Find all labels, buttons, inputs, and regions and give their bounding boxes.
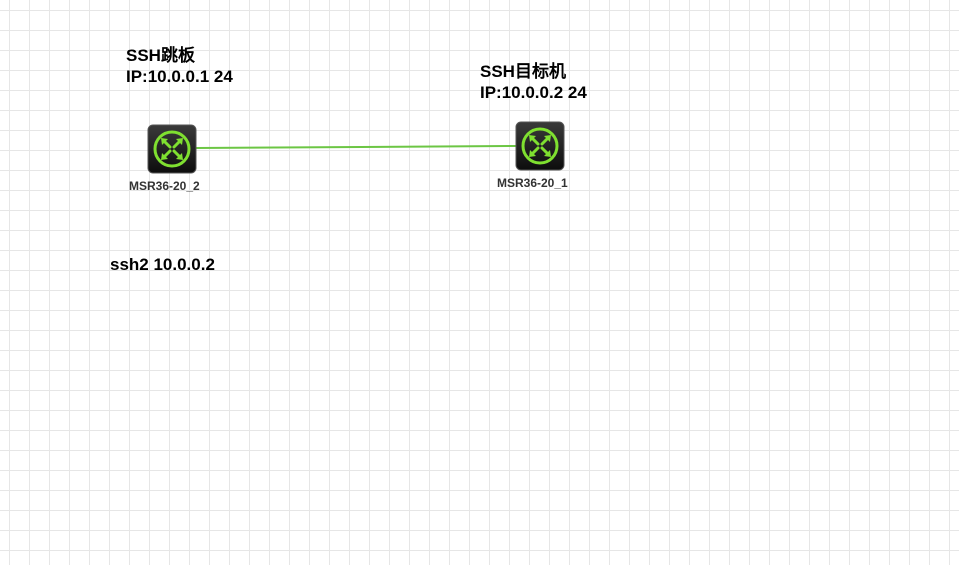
link-line — [195, 145, 518, 149]
target-host-note: SSH目标机 IP:10.0.0.2 24 — [480, 61, 587, 103]
router-device-msr36-20-2[interactable] — [147, 124, 197, 174]
jump-host-note: SSH跳板 IP:10.0.0.1 24 — [126, 45, 233, 87]
target-host-title: SSH目标机 — [480, 62, 566, 81]
device-name-label: MSR36-20_1 — [497, 176, 568, 190]
router-device-msr36-20-1[interactable] — [515, 121, 565, 171]
router-icon — [147, 124, 197, 174]
jump-host-title: SSH跳板 — [126, 46, 195, 65]
device-name-label: MSR36-20_2 — [129, 179, 200, 193]
jump-host-ip: IP:10.0.0.1 24 — [126, 67, 233, 86]
command-note: ssh2 10.0.0.2 — [110, 255, 215, 274]
target-host-ip: IP:10.0.0.2 24 — [480, 83, 587, 102]
router-icon — [515, 121, 565, 171]
